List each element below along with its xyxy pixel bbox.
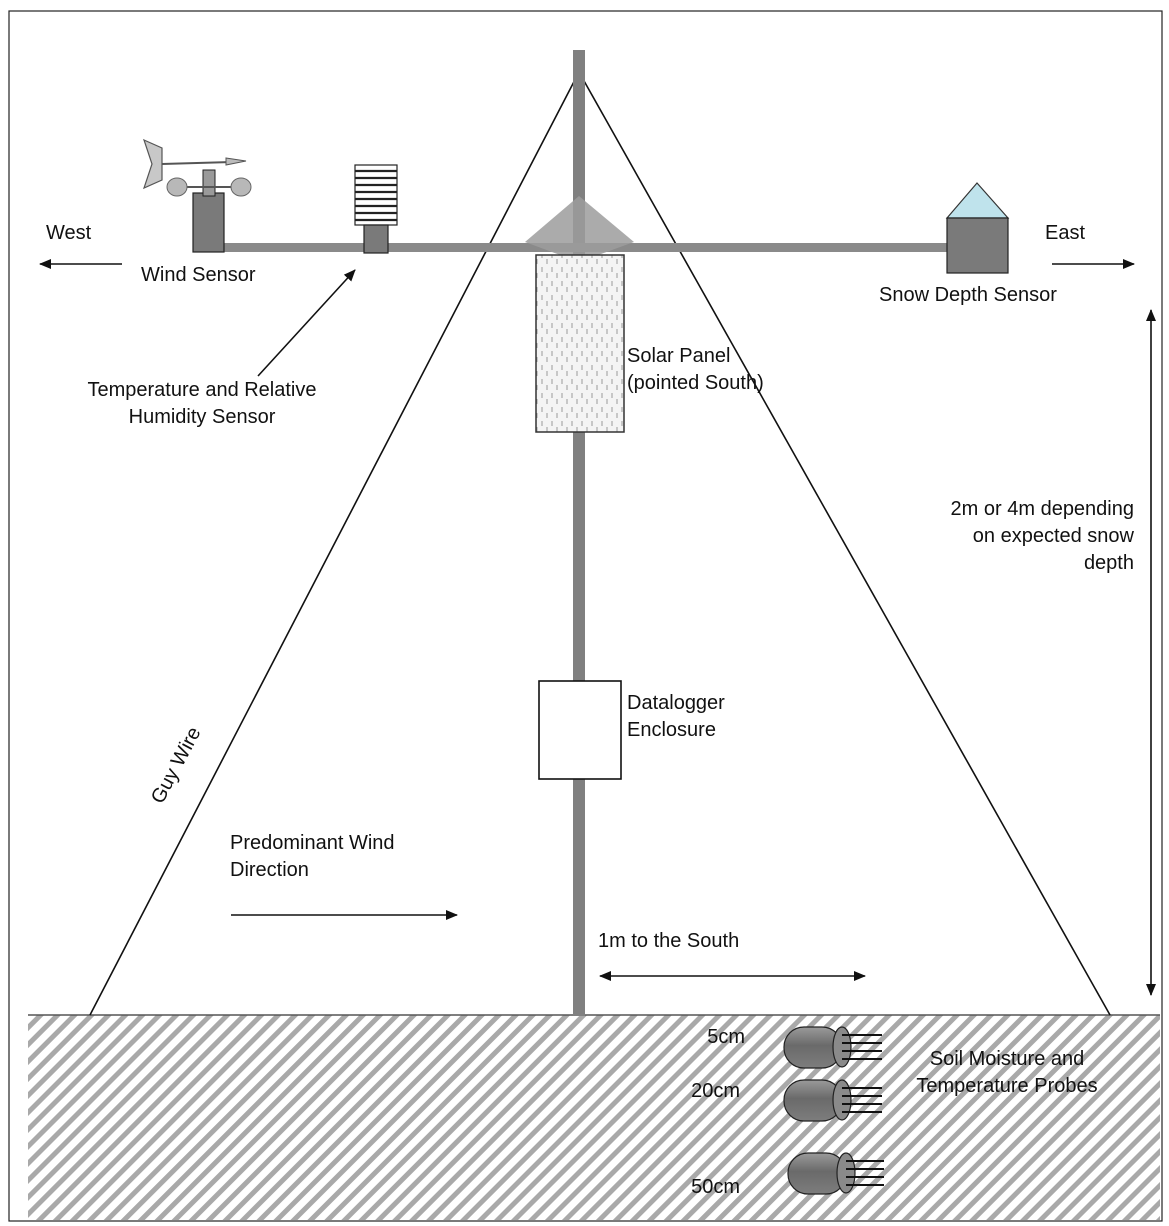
datalogger-label-line2: Enclosure bbox=[627, 719, 716, 741]
guy-wire-right bbox=[578, 71, 1111, 1016]
guy-wire-left bbox=[89, 71, 580, 1016]
solar-panel bbox=[535, 254, 625, 433]
temperature-humidity-sensor-icon bbox=[354, 164, 398, 254]
guy-wire-label: Guy Wire bbox=[147, 723, 206, 807]
soil-probes-label-line2: Temperature Probes bbox=[916, 1075, 1097, 1097]
datalogger-enclosure bbox=[538, 680, 622, 780]
solar-panel-label-line2: (pointed South) bbox=[627, 372, 764, 394]
solar-panel-label-line1: Solar Panel bbox=[627, 345, 730, 367]
wind-direction-label-line2: Direction bbox=[230, 859, 309, 881]
temp-rh-label-line2: Humidity Sensor bbox=[129, 406, 276, 428]
figure-frame bbox=[8, 10, 1163, 1222]
depth-50cm-label: 50cm bbox=[691, 1176, 740, 1198]
wind-sensor-label: Wind Sensor bbox=[141, 264, 256, 286]
west-label: West bbox=[46, 222, 92, 244]
height-label-line2: on expected snow bbox=[973, 525, 1135, 547]
mast bbox=[573, 50, 585, 1016]
height-label-line3: depth bbox=[1084, 552, 1134, 574]
wind-sensor-icon bbox=[143, 138, 252, 253]
wind-direction-label-line1: Predominant Wind bbox=[230, 832, 395, 854]
south-offset-label: 1m to the South bbox=[598, 930, 739, 952]
ground bbox=[28, 1015, 1160, 1220]
soil-probe-50cm-icon bbox=[787, 1152, 884, 1195]
mount-bracket bbox=[525, 196, 634, 262]
east-label: East bbox=[1045, 222, 1085, 244]
temp-rh-label-line1: Temperature and Relative bbox=[87, 379, 316, 401]
snow-depth-sensor-label: Snow Depth Sensor bbox=[879, 284, 1057, 306]
snow-depth-sensor-icon bbox=[945, 182, 1010, 274]
soil-probes-label-line1: Soil Moisture and bbox=[930, 1048, 1085, 1070]
datalogger-label-line1: Datalogger bbox=[627, 692, 725, 714]
temp-rh-pointer-arrow bbox=[257, 269, 356, 377]
height-label-line1: 2m or 4m depending bbox=[951, 498, 1134, 520]
soil-probe-5cm-icon bbox=[783, 1026, 882, 1069]
depth-5cm-label: 5cm bbox=[707, 1026, 745, 1048]
depth-20cm-label: 20cm bbox=[691, 1080, 740, 1102]
soil-probe-20cm-icon bbox=[783, 1079, 882, 1122]
